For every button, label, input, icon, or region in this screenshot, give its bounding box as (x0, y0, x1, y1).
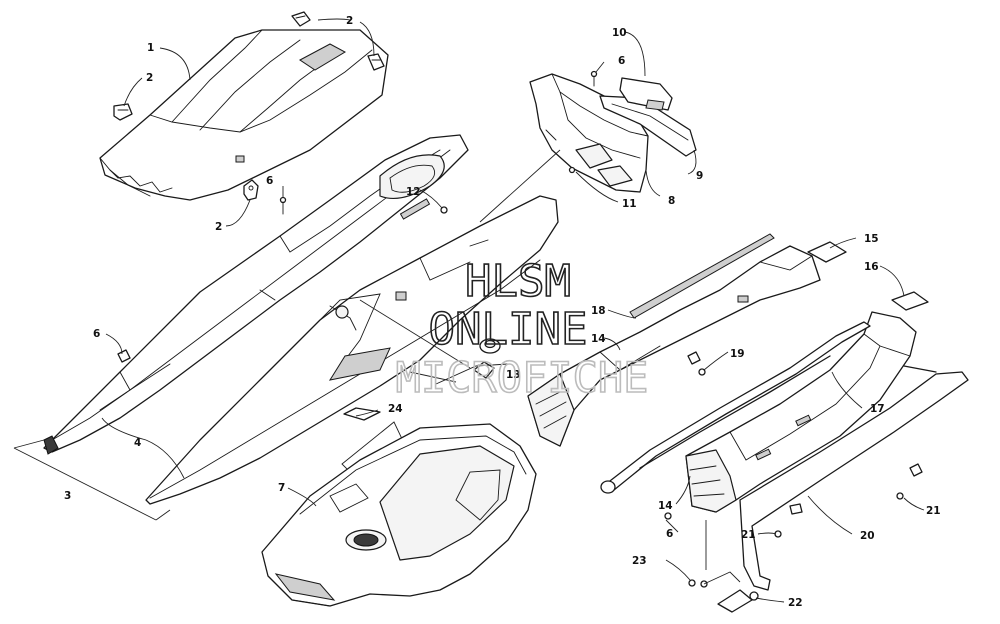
callout-6-left: 6 (93, 328, 100, 340)
watermark-line-1: HLSM (465, 256, 571, 307)
callout-8: 8 (668, 195, 675, 207)
callout-21-right: 21 (926, 505, 941, 517)
part-6-screw-lower (664, 512, 672, 520)
callout-11: 11 (622, 198, 637, 210)
callout-18: 18 (591, 305, 606, 317)
part-1-seat-cover (99, 29, 389, 201)
part-8-rear-bracket (529, 73, 649, 193)
watermark-line-3: MICROFICHE (396, 353, 649, 402)
part-6-screw-mid (279, 196, 287, 215)
callout-19: 19 (730, 348, 745, 360)
callout-21-left: 21 (741, 529, 756, 541)
callout-10: 10 (612, 27, 627, 39)
watermark: HLSM ONLINE MICROFICHE (395, 255, 649, 403)
callout-4: 4 (134, 437, 141, 449)
callout-1: 1 (147, 42, 154, 54)
callout-23: 23 (632, 555, 647, 567)
callout-16: 16 (864, 261, 879, 273)
part-10-tail-light (619, 77, 673, 111)
part-11-screw (568, 166, 576, 174)
part-6-screw-top (590, 70, 598, 87)
part-15-decal (807, 241, 847, 263)
callout-6-mid: 6 (266, 175, 273, 187)
callout-20: 20 (860, 530, 875, 542)
part-14-upper-bracket (527, 245, 821, 447)
part-6-screw-left (117, 349, 131, 363)
part-21-screw-right (896, 463, 923, 500)
callout-labels: 1 2 2 2 3 4 6 6 6 6 7 8 9 10 11 12 13 14… (64, 15, 941, 609)
part-12-fastener (440, 206, 448, 214)
part-24-decal (343, 407, 381, 421)
part-19-screw (687, 351, 706, 376)
callout-2-bottom: 2 (215, 221, 222, 233)
part-18-rail-strip (629, 233, 775, 319)
part-22-hitch (717, 589, 759, 613)
callout-12: 12 (406, 186, 421, 198)
part-20-bumper-bar (600, 321, 969, 591)
part-23-bolts (688, 571, 741, 588)
part-2-clip-top (291, 11, 311, 27)
callout-14-upper: 14 (591, 333, 606, 345)
callout-9: 9 (696, 170, 703, 182)
callout-24: 24 (388, 403, 403, 415)
part-7-storage-tub (261, 423, 537, 607)
callout-14-lower: 14 (658, 500, 673, 512)
part-13-grommet (473, 338, 501, 379)
part-16-decal (891, 291, 929, 311)
part-2-clip-left (113, 103, 133, 121)
callout-22: 22 (788, 597, 803, 609)
callout-2-top: 2 (346, 15, 353, 27)
part-2-clip-right (367, 53, 385, 71)
callout-2-left: 2 (146, 72, 153, 84)
callout-6-lower: 6 (666, 528, 673, 540)
callout-3: 3 (64, 490, 71, 502)
part-17-rear-tunnel (685, 311, 917, 513)
part-3-bracket (13, 439, 171, 521)
part-21-screw-left (774, 503, 803, 538)
callout-17: 17 (870, 403, 885, 415)
part-4-right-side-panel (145, 195, 559, 505)
callout-7: 7 (278, 482, 285, 494)
callout-15: 15 (864, 233, 879, 245)
leader-lines (101, 18, 925, 603)
part-2-clip-bottom (243, 179, 259, 201)
part-4-left-side-panel (43, 134, 469, 455)
callout-6-top: 6 (618, 55, 625, 67)
watermark-line-2: ONLINE (429, 304, 588, 355)
callout-13: 13 (506, 369, 521, 381)
